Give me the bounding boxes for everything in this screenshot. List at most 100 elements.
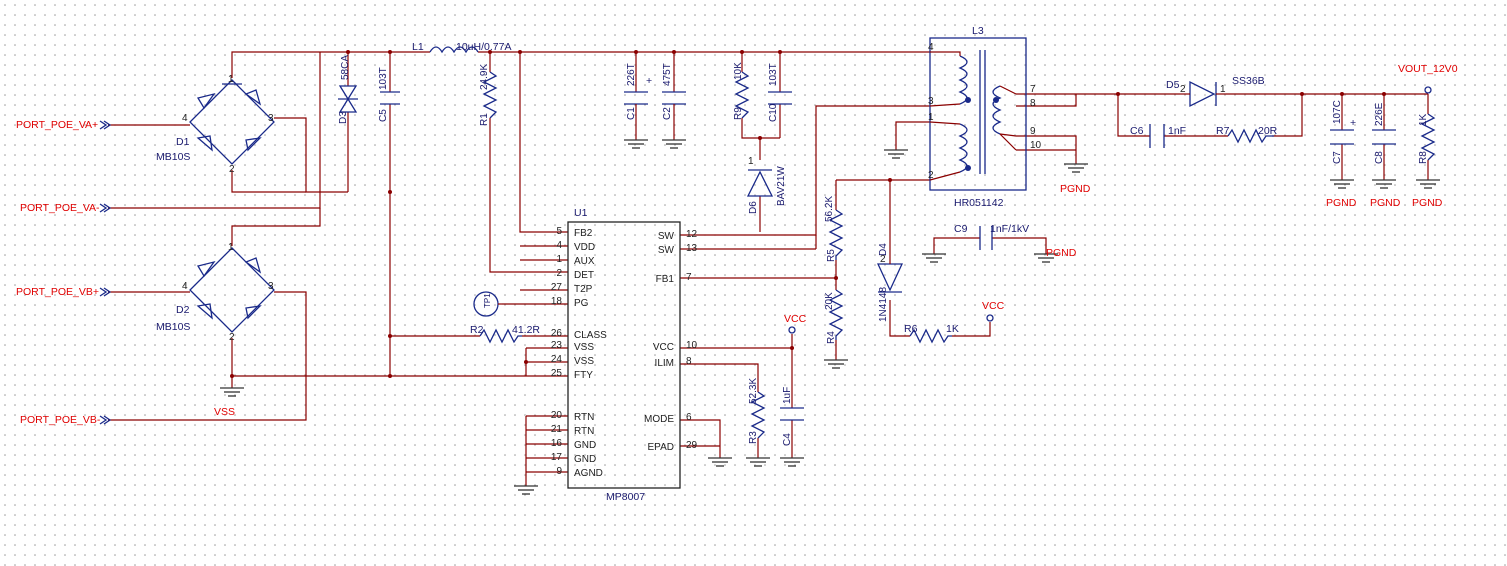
vss-label: VSS — [214, 406, 235, 418]
ic-pin-name: VDD — [574, 242, 595, 253]
ic-pin-name: FB1 — [656, 274, 675, 285]
tvs-d3 — [338, 85, 358, 113]
l3-pin-3: 3 — [928, 96, 934, 107]
cap-c5 — [380, 91, 400, 105]
d2-pin-1: 1 — [228, 242, 234, 253]
ic-pin-number: 29 — [686, 440, 698, 451]
c4-value: 1uF — [782, 387, 793, 404]
ic-pin-name: ILIM — [655, 358, 674, 369]
cap-c8 — [1372, 129, 1396, 145]
ic-pin-name: FTY — [574, 370, 593, 381]
c5-value: 103T — [378, 67, 389, 90]
d5-pin-1: 1 — [1220, 84, 1226, 95]
c10-value: 103T — [768, 63, 779, 86]
wires — [108, 46, 1429, 486]
ic-pin-name: SW — [658, 231, 675, 242]
d5-ref: D5 — [1166, 79, 1180, 91]
r9-value: 10K — [733, 62, 744, 80]
l3-value: HR051142 — [954, 197, 1004, 209]
r2-value: 41.2R — [512, 324, 540, 336]
d1-ref: D1 — [176, 136, 190, 148]
r7-ref: R7 — [1216, 125, 1230, 137]
d1-value: MB10S — [156, 151, 190, 163]
r8-ref: R8 — [1418, 151, 1429, 164]
ic-pin-number: 4 — [556, 240, 562, 251]
c5-ref: C5 — [378, 109, 389, 122]
vout-label: VOUT_12V0 — [1398, 63, 1458, 75]
d4-pin-2: 2 — [880, 254, 886, 265]
ic-pin-name: VSS — [574, 342, 594, 353]
r4-ref: R4 — [826, 331, 837, 344]
tp1-ref: TP1 — [483, 293, 492, 308]
d1-pin-3: 3 — [268, 113, 274, 124]
ic-pin-number: 25 — [551, 368, 563, 379]
ic-pin-number: 12 — [686, 229, 698, 240]
ic-pin-number: 21 — [551, 424, 563, 435]
d1-pin-4: 4 — [182, 113, 188, 124]
component-labels: D1 MB10S 1 2 3 4 D2 MB10S 1 2 3 4 58CA D… — [156, 25, 1429, 503]
c7-plus: + — [1350, 117, 1356, 129]
l3-pin-9: 9 — [1030, 126, 1036, 137]
d2-ref: D2 — [176, 304, 190, 316]
r5-ref: R5 — [826, 249, 837, 262]
ic-pin-number: 8 — [686, 356, 692, 367]
ic-pin-number: 6 — [686, 412, 692, 423]
resistor-r2 — [479, 328, 522, 344]
l3-pin-4: 4 — [928, 42, 934, 53]
resistor-r7 — [1227, 128, 1274, 144]
c9-value: 1nF/1kV — [990, 223, 1029, 235]
l3-pin-2: 2 — [928, 170, 934, 181]
resistor-r8 — [1420, 113, 1436, 161]
diode-d6 — [746, 169, 774, 197]
port-labels: PORT_POE_VA+ PORT_POE_VA- PORT_POE_VB+ P… — [16, 63, 1458, 426]
cap-c6 — [1149, 124, 1165, 148]
ic-pin-number: 2 — [556, 268, 562, 279]
resistor-r3 — [750, 391, 766, 439]
ic-pin-number: 27 — [551, 282, 563, 293]
bridge-d1 — [189, 79, 275, 165]
port-vb-minus-label: PORT_POE_VB- — [20, 414, 101, 426]
c2-value: 475T — [662, 63, 673, 86]
d1-pin-1: 1 — [228, 74, 234, 85]
port-va-plus-label: PORT_POE_VA+ — [16, 119, 98, 131]
ic-pin-number: 18 — [551, 296, 563, 307]
ic-pin-name: GND — [574, 454, 596, 465]
ic-pin-name: RTN — [574, 412, 594, 423]
c7-ref: C7 — [1332, 151, 1343, 164]
l3-pin-7: 7 — [1030, 84, 1036, 95]
ic-pin-number: 1 — [556, 254, 562, 265]
ic-pin-name: PG — [574, 298, 589, 309]
ic-pin-name: GND — [574, 440, 596, 451]
pgnd-label-t: PGND — [1060, 183, 1091, 195]
d2-pin-3: 3 — [268, 281, 274, 292]
pgnd-label-c9: PGND — [1046, 247, 1077, 259]
l1-value: 10uH/0.77A — [456, 41, 511, 53]
d5-value: SS36B — [1232, 75, 1265, 87]
vcc-label-u1: VCC — [784, 313, 807, 325]
port-vb-plus-label: PORT_POE_VB+ — [16, 286, 99, 298]
junction-dots — [230, 50, 1386, 378]
ic-pin-number: 10 — [686, 340, 698, 351]
ic-pin-number: 13 — [686, 243, 698, 254]
d4-ref: D4 — [878, 243, 889, 256]
r4-value: 20K — [824, 292, 835, 310]
ic-pin-name: VSS — [574, 356, 594, 367]
ic-pin-number: 5 — [556, 226, 562, 237]
resistor-r1 — [482, 71, 498, 119]
ic-pin-name: AUX — [574, 256, 595, 267]
r3-value: 52.3K — [748, 378, 759, 404]
ic-pin-name: VCC — [653, 342, 674, 353]
d4-value: 1N4148 — [878, 287, 889, 322]
r7-value: 20R — [1258, 125, 1278, 137]
l3-pin-8: 8 — [1030, 98, 1036, 109]
c6-value: 1nF — [1168, 125, 1186, 137]
ic-pin-number: 9 — [556, 466, 562, 477]
ic-pin-number: 23 — [551, 340, 563, 351]
ic-pin-name: FB2 — [574, 228, 593, 239]
c8-ref: C8 — [1374, 151, 1385, 164]
port-va-minus-label: PORT_POE_VA- — [20, 202, 100, 214]
c1-value: 226T — [626, 63, 637, 86]
ic-pin-name: RTN — [574, 426, 594, 437]
